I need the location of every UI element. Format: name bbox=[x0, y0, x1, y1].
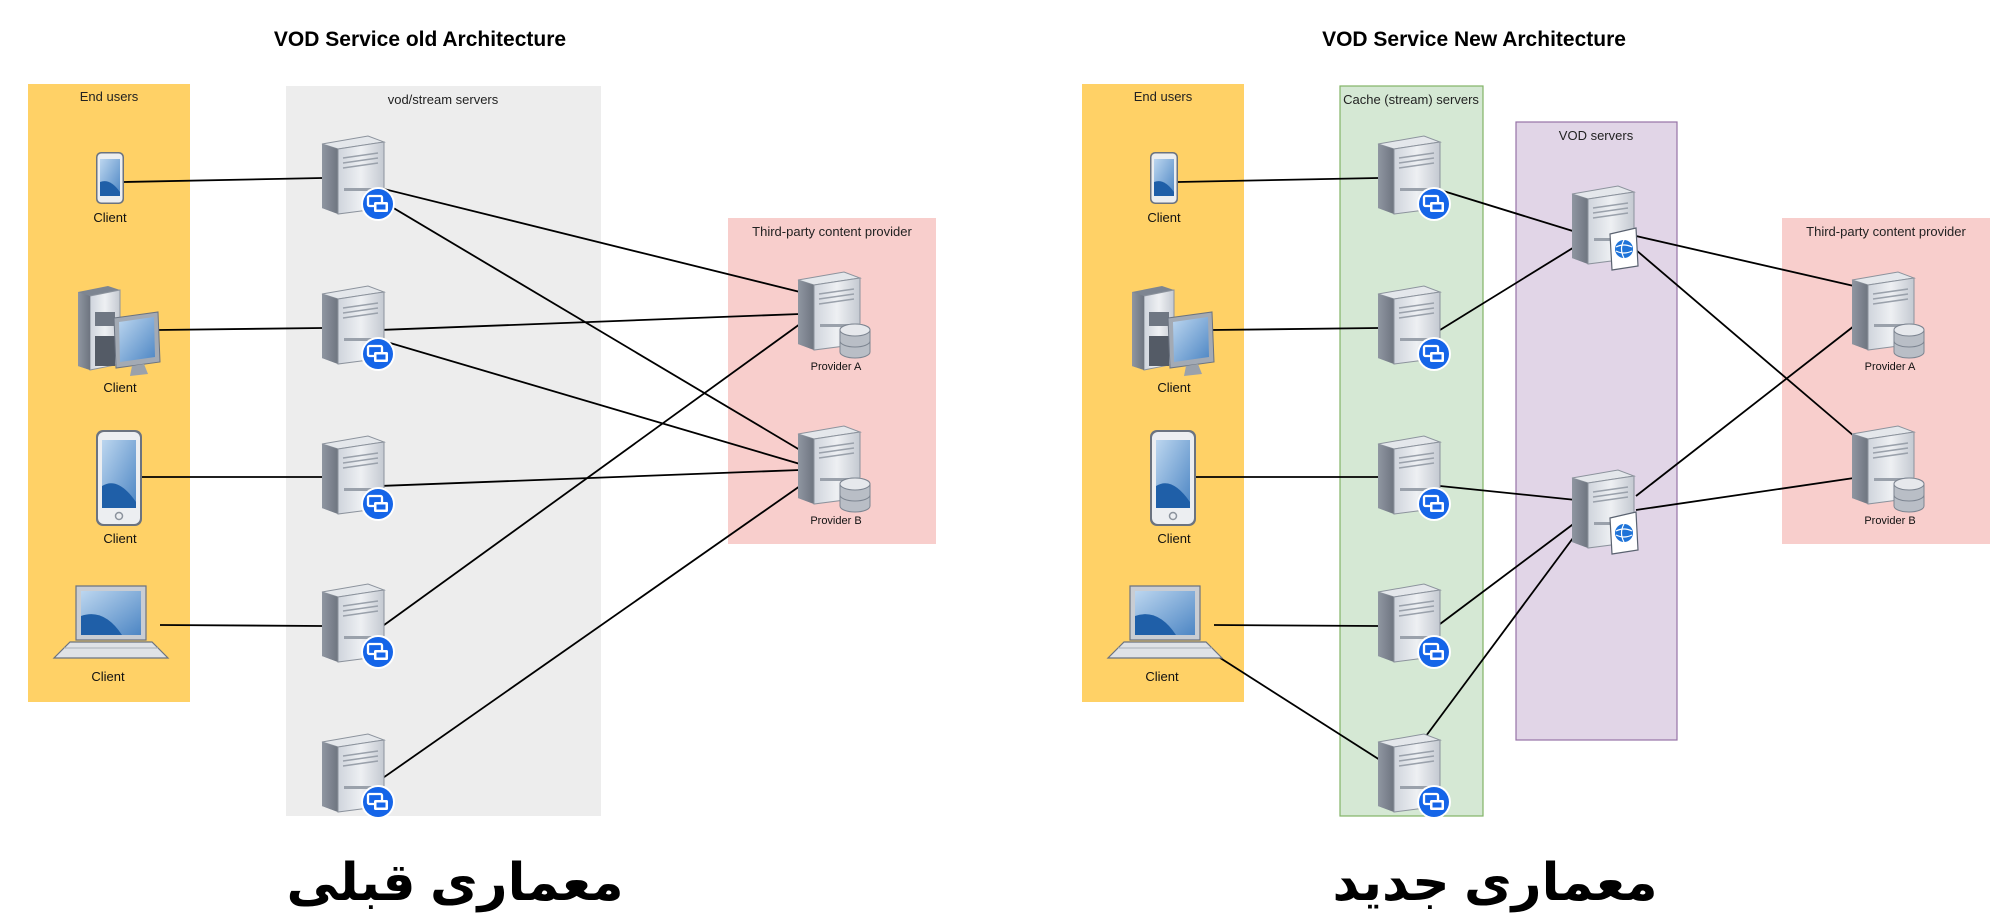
cache-server-icon bbox=[1378, 734, 1451, 819]
content-provider-label: Third-party content provider bbox=[752, 224, 912, 239]
cache-server-icon bbox=[1378, 584, 1451, 669]
stream-server-icon bbox=[322, 436, 395, 521]
client-label: Client bbox=[1145, 669, 1179, 684]
smartphone-icon bbox=[1150, 152, 1178, 204]
stream-server-icon bbox=[322, 584, 395, 669]
stream-server-icon bbox=[322, 136, 395, 221]
client-label: Client bbox=[93, 210, 127, 225]
cache-server-icon bbox=[1378, 286, 1451, 371]
cache-server-icon bbox=[1378, 436, 1451, 521]
old-architecture-caption: معماری قبلی bbox=[286, 854, 623, 913]
provider-a-label: Provider A bbox=[1865, 361, 1916, 373]
provider-a-label: Provider A bbox=[811, 361, 862, 373]
end-users-label: End users bbox=[1134, 89, 1193, 104]
old-architecture-title: VOD Service old Architecture bbox=[274, 28, 566, 51]
provider-a-server-icon bbox=[798, 272, 870, 358]
provider-b-label: Provider B bbox=[810, 515, 861, 527]
content-provider-label: Third-party content provider bbox=[1806, 224, 1966, 239]
smartphone-icon bbox=[96, 152, 124, 204]
stream-server-icon bbox=[322, 734, 395, 819]
new-connections bbox=[1177, 177, 1855, 761]
client-label: Client bbox=[1147, 210, 1181, 225]
new-architecture-caption: معماری جدید bbox=[1332, 854, 1657, 913]
tablet-icon bbox=[95, 429, 143, 527]
old-architecture-diagram: VOD Service old Architecture End users v… bbox=[28, 28, 936, 913]
vod-servers-label: VOD servers bbox=[1559, 128, 1634, 143]
provider-a-server-icon bbox=[1852, 272, 1924, 358]
provider-b-server-icon bbox=[798, 426, 870, 512]
client-label: Client bbox=[1157, 531, 1191, 546]
end-users-label: End users bbox=[80, 89, 139, 104]
vod-server-icon bbox=[1572, 186, 1638, 270]
new-architecture-title: VOD Service New Architecture bbox=[1322, 28, 1626, 51]
client-label: Client bbox=[91, 669, 125, 684]
stream-server-icon bbox=[322, 286, 395, 371]
provider-b-server-icon bbox=[1852, 426, 1924, 512]
vod-server-icon bbox=[1572, 470, 1638, 554]
provider-b-label: Provider B bbox=[1864, 515, 1915, 527]
cache-server-icon bbox=[1378, 136, 1451, 221]
client-label: Client bbox=[103, 380, 137, 395]
old-connections bbox=[123, 177, 801, 781]
new-architecture-diagram: VOD Service New Architecture End users C… bbox=[1082, 28, 1990, 913]
cache-servers-label: Cache (stream) servers bbox=[1343, 92, 1479, 107]
tablet-icon bbox=[1149, 429, 1197, 527]
stream-servers-label: vod/stream servers bbox=[388, 92, 499, 107]
client-label: Client bbox=[103, 531, 137, 546]
client-label: Client bbox=[1157, 380, 1191, 395]
